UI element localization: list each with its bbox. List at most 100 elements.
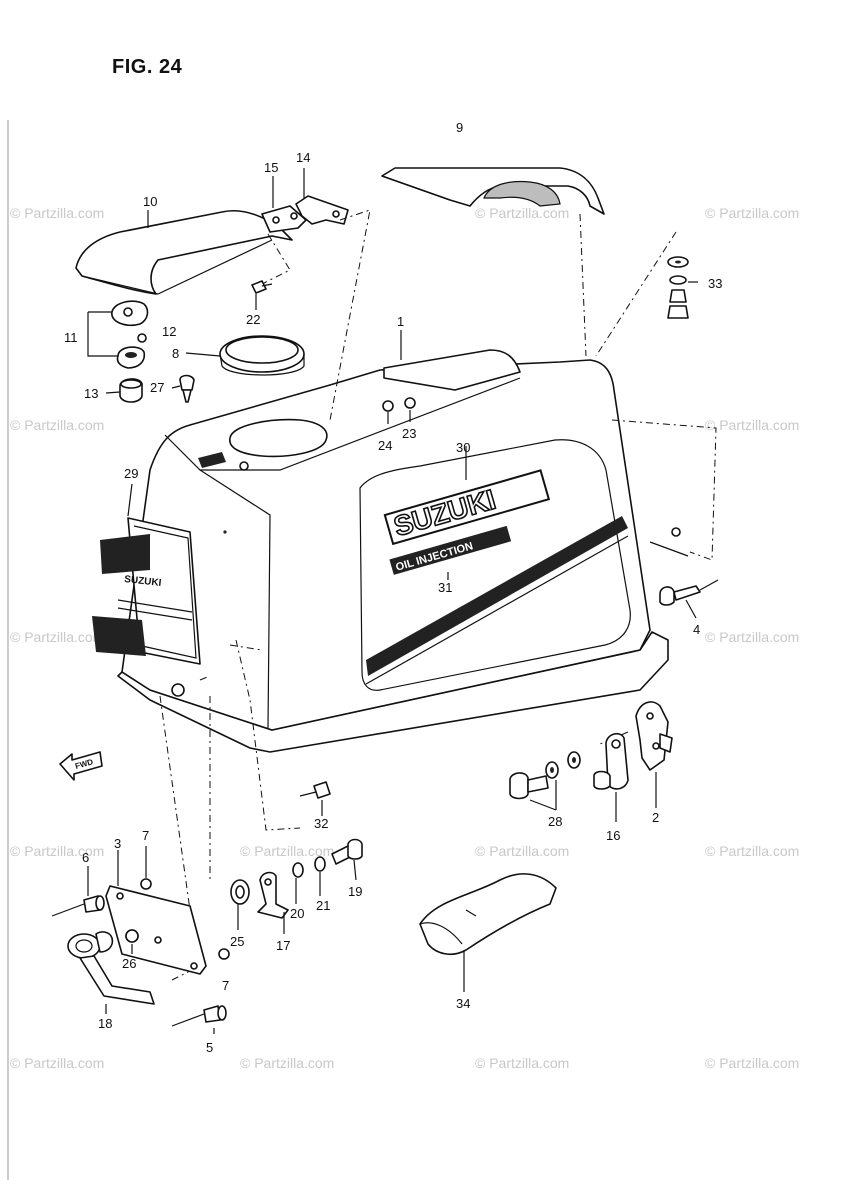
forward-arrow: FWD (59, 751, 103, 781)
plate-11 (111, 300, 149, 369)
watermark: © Partzilla.com (240, 843, 334, 859)
callout-32: 32 (314, 816, 328, 831)
top-hood (381, 167, 605, 215)
leader-dash (159, 695, 191, 911)
rivet-5 (171, 1005, 227, 1027)
pin-27 (179, 374, 195, 403)
watermark: © Partzilla.com (10, 1055, 104, 1071)
decal-text: SUZUKI (124, 574, 162, 589)
callout-2: 2 (652, 810, 659, 825)
engine-cover: SUZUKI OIL INJECTION (117, 349, 669, 753)
callout-15: 15 (264, 160, 278, 175)
callout-7: 7 (222, 978, 229, 993)
callout-17: 17 (276, 938, 290, 953)
callout-labels: 1 2 3 4 5 6 7 7 8 9 10 11 12 13 14 15 16… (64, 120, 722, 1055)
hole (171, 683, 185, 697)
callout-5: 5 (206, 1040, 213, 1055)
callout-23: 23 (402, 426, 416, 441)
callout-6: 6 (82, 850, 89, 865)
watermark: © Partzilla.com (705, 417, 799, 433)
callout-27: 27 (150, 380, 164, 395)
callout-29: 29 (124, 466, 138, 481)
callout-30: 30 (456, 440, 470, 455)
callout-7: 7 (142, 828, 149, 843)
callout-16: 16 (606, 828, 620, 843)
washer-7 (218, 948, 230, 960)
watermark: © Partzilla.com (475, 1055, 569, 1071)
mount-plate-3 (105, 885, 207, 975)
callout-8: 8 (172, 346, 179, 361)
callout-14: 14 (296, 150, 310, 165)
callout-1: 1 (397, 314, 404, 329)
callout-33: 33 (708, 276, 722, 291)
screw-23 (404, 397, 416, 409)
leader-dash (599, 731, 629, 745)
knob-13 (119, 378, 143, 403)
washer-26 (125, 929, 139, 943)
leader-dash (199, 675, 211, 681)
callout-18: 18 (98, 1016, 112, 1031)
callout-25: 25 (230, 934, 244, 949)
lever-18 (67, 931, 155, 1005)
callout-4: 4 (693, 622, 700, 637)
clip-17 (257, 871, 289, 919)
watermark: © Partzilla.com (705, 205, 799, 221)
screw-12 (137, 333, 147, 343)
watermark: © Partzilla.com (705, 843, 799, 859)
watermark: © Partzilla.com (475, 843, 569, 859)
rear-panel-edge (649, 541, 689, 557)
washer-21 (314, 856, 326, 872)
callout-19: 19 (348, 884, 362, 899)
watermark: © Partzilla.com (10, 205, 104, 221)
latch-bracket-2 (635, 701, 673, 771)
cover-lid (75, 210, 293, 295)
leader-dash (229, 644, 263, 651)
callout-24: 24 (378, 438, 392, 453)
leader-dash (261, 233, 291, 285)
callout-26: 26 (122, 956, 136, 971)
watermark: © Partzilla.com (240, 1055, 334, 1071)
callout-22: 22 (246, 312, 260, 327)
callout-10: 10 (143, 194, 157, 209)
rear-panel-hole (671, 527, 681, 537)
callout-11: 11 (64, 330, 78, 345)
callout-21: 21 (316, 898, 330, 913)
leader-dash (235, 639, 301, 831)
washer-7 (140, 878, 152, 890)
watermark: © Partzilla.com (10, 417, 104, 433)
lower-cover-34 (419, 873, 557, 956)
leader-lines (87, 168, 698, 1034)
screw-32 (299, 781, 331, 799)
watermark: © Partzilla.com (705, 1055, 799, 1071)
latch-plate (261, 205, 307, 233)
watermark: © Partzilla.com (475, 205, 569, 221)
watermark: © Partzilla.com (10, 843, 104, 859)
callout-9: 9 (456, 120, 463, 135)
grommet-ring (219, 335, 305, 376)
leader-dash (595, 231, 677, 357)
callout-20: 20 (290, 906, 304, 921)
watermark: © Partzilla.com (10, 629, 104, 645)
washer-20 (292, 862, 304, 878)
hinge-16 (593, 732, 629, 790)
screw-24 (382, 400, 394, 412)
side-decal-panel: SUZUKI (92, 517, 201, 665)
rivet-4 (659, 579, 719, 606)
bolt-28 (509, 751, 581, 800)
watermark: © Partzilla.com (705, 629, 799, 645)
callout-34: 34 (456, 996, 470, 1011)
screw-22 (251, 280, 273, 294)
callout-13: 13 (84, 386, 98, 401)
bolt-19 (331, 838, 363, 865)
fastener-stack-33 (667, 256, 689, 319)
callout-12: 12 (162, 324, 176, 339)
callout-3: 3 (114, 836, 121, 851)
grommet-25 (230, 879, 250, 905)
leader-dash (579, 213, 587, 357)
rear-panel-outline (611, 419, 717, 561)
figure-title: FIG. 24 (112, 56, 183, 78)
callout-31: 31 (438, 580, 452, 595)
leader-dash (329, 209, 371, 421)
latch-lever (295, 195, 349, 225)
